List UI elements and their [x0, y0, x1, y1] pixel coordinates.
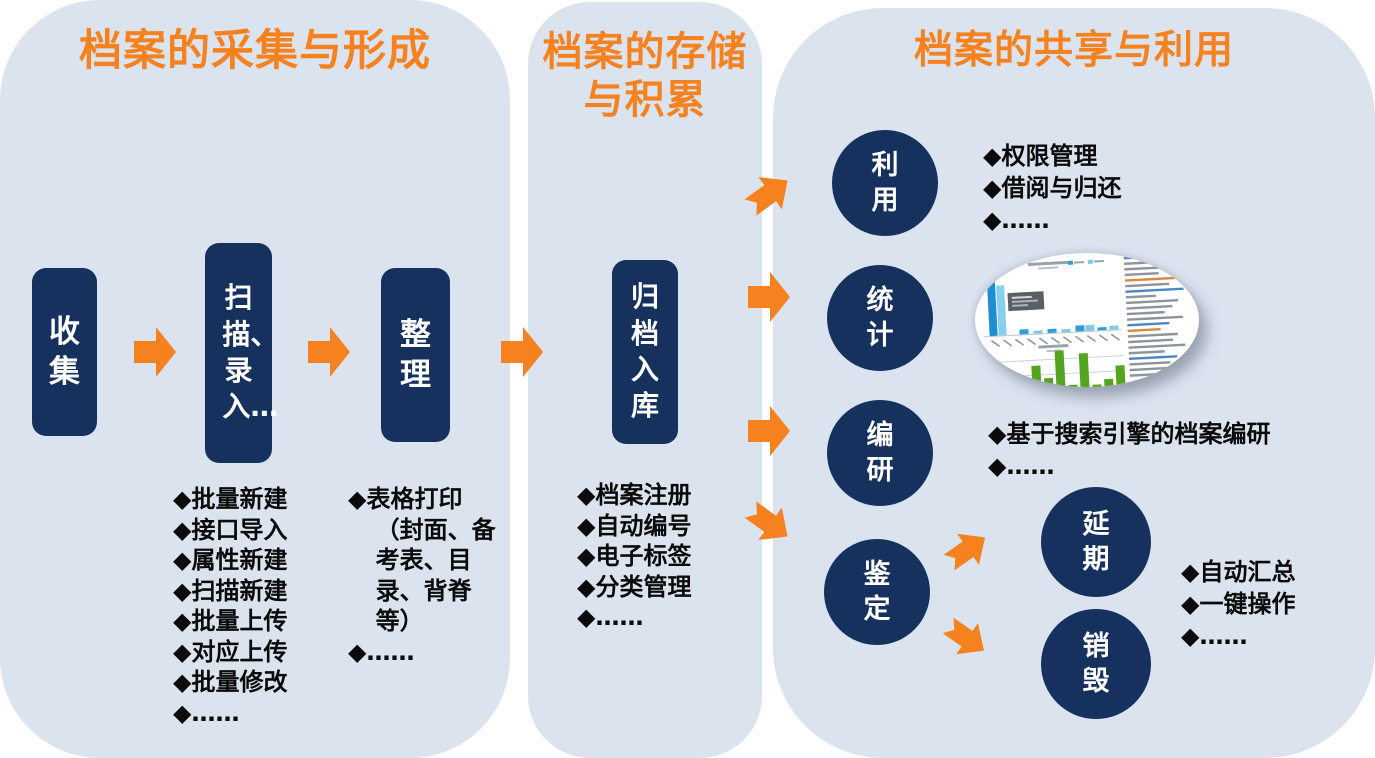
- node-collect-label: 收集: [48, 313, 80, 390]
- circle-statistics-label: 统计: [866, 284, 894, 351]
- circle-research: 编研: [827, 400, 933, 506]
- bullet-item: ◆表格打印（封面、备考表、目录、背脊等）: [348, 485, 496, 635]
- bullet-item: ◆……: [1181, 622, 1248, 650]
- collection-title: 档案的采集与形成: [79, 26, 431, 76]
- scan-feature-list: ◆批量新建◆接口导入◆属性新建◆扫描新建◆批量上传◆对应上传◆批量修改◆……: [173, 484, 353, 728]
- bullet-item: ◆对应上传: [173, 637, 288, 666]
- appraisal-feature-list: ◆自动汇总 ◆一键操作 ◆……: [1181, 556, 1375, 652]
- node-archive-store-label: 归档入库: [630, 280, 659, 423]
- statistics-dashboard-thumbnail: [975, 253, 1199, 387]
- bullet-item: ◆一键操作: [1181, 590, 1296, 618]
- sharing-title: 档案的共享与利用: [913, 28, 1234, 73]
- arrow-collect-to-scan-icon: [134, 327, 176, 377]
- circle-appraisal: 鉴定: [824, 539, 930, 645]
- arrow-scan-to-organize-icon: [308, 327, 350, 377]
- node-archive-store: 归档入库: [612, 260, 678, 444]
- arrow-storage-to-appraisal-icon: [744, 501, 788, 540]
- bullet-item: ◆分类管理: [577, 572, 692, 601]
- node-organize: 整理: [381, 268, 450, 442]
- node-collect: 收集: [32, 268, 97, 436]
- node-scan-input: 扫描、录入…: [205, 243, 279, 463]
- organize-feature-list: ◆表格打印（封面、备考表、目录、背脊等）◆……: [348, 484, 500, 667]
- circle-destroy-label: 销毁: [1082, 630, 1110, 697]
- circle-use-label: 利用: [871, 149, 899, 216]
- bullet-item: ◆自动汇总: [1181, 558, 1296, 586]
- bullet-item: ◆自动编号: [577, 511, 692, 540]
- arrow-appraisal-to-extend-icon: [943, 533, 986, 571]
- circle-destroy: 销毁: [1041, 609, 1151, 719]
- node-scan-input-label: 扫描、录入…: [222, 281, 279, 424]
- bullet-item: ◆……: [577, 603, 644, 631]
- bullet-item: ◆批量新建: [173, 485, 288, 513]
- circle-statistics: 统计: [827, 265, 933, 371]
- bullet-item: ◆接口导入: [173, 515, 288, 544]
- circle-appraisal-label: 鉴定: [863, 558, 891, 625]
- statistics-preview-charts-icon: [983, 254, 1186, 387]
- node-organize-label: 整理: [399, 316, 431, 393]
- bullet-item: ◆基于搜索引擎的档案编研: [988, 420, 1271, 448]
- circle-extend-label: 延期: [1082, 508, 1110, 575]
- storage-title: 档案的存储与积累: [542, 29, 748, 123]
- bullet-item: ◆……: [983, 206, 1050, 234]
- bullet-item: ◆权限管理: [983, 142, 1098, 170]
- arrow-storage-to-statistics-icon: [748, 272, 790, 322]
- bullet-item: ◆……: [988, 452, 1055, 480]
- archive-feature-list: ◆档案注册◆自动编号◆电子标签◆分类管理◆……: [577, 480, 753, 633]
- research-feature-list: ◆基于搜索引擎的档案编研 ◆……: [988, 418, 1372, 482]
- arrow-appraisal-to-destroy-icon: [942, 617, 985, 655]
- bullet-item: ◆……: [348, 637, 415, 666]
- circle-use: 利用: [832, 130, 938, 236]
- arrow-collection-to-storage-icon: [501, 327, 543, 377]
- bullet-item: ◆扫描新建: [173, 576, 288, 605]
- circle-research-label: 编研: [866, 419, 894, 486]
- bullet-item: ◆电子标签: [577, 542, 692, 570]
- use-feature-list: ◆权限管理 ◆借阅与归还 ◆……: [983, 140, 1253, 236]
- arrow-storage-to-use-icon: [744, 177, 788, 216]
- bullet-item: ◆批量上传: [173, 607, 288, 635]
- bullet-item: ◆……: [173, 698, 240, 727]
- bullet-item: ◆属性新建: [173, 546, 288, 574]
- arrow-storage-to-research-icon: [748, 406, 790, 456]
- bullet-item: ◆档案注册: [577, 481, 692, 509]
- bullet-item: ◆借阅与归还: [983, 174, 1122, 202]
- circle-extend: 延期: [1041, 487, 1151, 597]
- bullet-item: ◆批量修改: [173, 668, 288, 696]
